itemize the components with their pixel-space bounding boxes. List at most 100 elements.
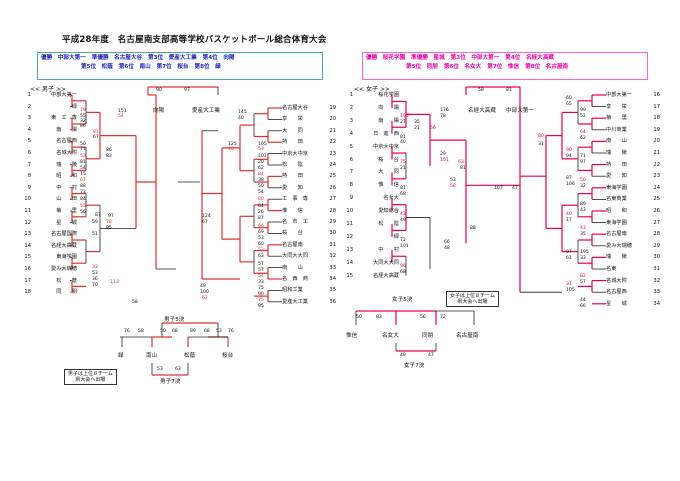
match-score: 54 bbox=[258, 190, 264, 195]
match-score: 96 bbox=[400, 264, 406, 269]
team-name: 星 城 bbox=[606, 300, 627, 307]
match-score: 81 bbox=[460, 166, 466, 171]
seed-number: 20 bbox=[329, 116, 336, 123]
match-score: 105 bbox=[400, 114, 409, 119]
match-score: 50 bbox=[580, 178, 586, 183]
match-score: 58 bbox=[478, 88, 484, 93]
match-score: 106 bbox=[566, 182, 575, 187]
match-score: 54 bbox=[80, 166, 86, 171]
male-result: 第4位 向陽 bbox=[202, 55, 235, 61]
seed-number: 29 bbox=[653, 242, 660, 249]
match-score: 54 bbox=[118, 114, 124, 119]
match-score: 89 bbox=[190, 329, 196, 334]
team-name: 昭 和 bbox=[56, 173, 77, 180]
team-name: 中京大中京 bbox=[373, 143, 399, 150]
team-name: 東 工 専 bbox=[51, 115, 77, 122]
match-score: 40 bbox=[566, 212, 572, 217]
match-score: 99 bbox=[580, 108, 586, 113]
team-name: 工 事 専 bbox=[282, 196, 308, 203]
seed-number: 14 bbox=[346, 259, 353, 266]
team-name: 松 陰 bbox=[282, 162, 303, 168]
male-place5-title: 男子5決 bbox=[164, 317, 185, 323]
team-name: 中部大第一 bbox=[606, 92, 632, 98]
male-result: 第8位 緑 bbox=[194, 64, 221, 70]
match-score: 52 bbox=[580, 114, 586, 119]
match-score: 33 bbox=[258, 280, 264, 285]
match-score: 40 bbox=[228, 147, 234, 152]
male-result: 第7位 桜台 bbox=[156, 64, 189, 70]
team-name: 桜 台 bbox=[282, 230, 303, 237]
seed-number: 20 bbox=[653, 138, 660, 145]
match-score: 83 bbox=[376, 315, 382, 320]
match-score: 32 bbox=[80, 119, 86, 124]
seed-number: 19 bbox=[329, 105, 336, 111]
seed-number: 32 bbox=[329, 253, 336, 260]
male-result: 第5位 松蔭 bbox=[81, 64, 113, 70]
team-name: 名経大高蔵 bbox=[51, 242, 77, 249]
match-score: 31 bbox=[566, 282, 572, 287]
match-score: 81 bbox=[80, 160, 86, 165]
match-score: 50 bbox=[160, 329, 166, 334]
seed-number: 25 bbox=[329, 173, 336, 180]
match-score: 80 bbox=[258, 197, 264, 202]
team-name: 愛知総合 bbox=[378, 208, 399, 215]
team-name: 南 陽 bbox=[56, 126, 77, 133]
match-score: 48 bbox=[444, 246, 450, 251]
match-score: 55 bbox=[80, 114, 86, 119]
female-result: 第3位 中部大第一 bbox=[450, 55, 500, 61]
seed-number: 23 bbox=[329, 150, 336, 157]
seed-number: 23 bbox=[653, 173, 660, 180]
match-score: 100 bbox=[200, 290, 209, 295]
match-score: 107 bbox=[494, 186, 503, 191]
match-score: 68 bbox=[400, 270, 406, 275]
seed-number: 14 bbox=[24, 242, 31, 249]
match-score: 60 bbox=[566, 96, 572, 101]
match-score: 86 bbox=[80, 124, 86, 129]
team-name: 昭和工業 bbox=[282, 287, 303, 294]
match-score: 105 bbox=[258, 142, 267, 147]
match-score: 58 bbox=[138, 329, 144, 334]
team-name: 名古屋南 bbox=[282, 241, 303, 248]
match-score: 43 bbox=[400, 212, 406, 217]
seed-number: 7 bbox=[27, 161, 31, 168]
seed-number: 28 bbox=[329, 207, 336, 214]
seed-number: 12 bbox=[346, 233, 353, 240]
seed-number: 19 bbox=[653, 126, 660, 133]
match-score: 90 bbox=[258, 292, 264, 297]
match-score: 88 bbox=[80, 184, 86, 189]
match-score: 87 bbox=[95, 213, 101, 218]
match-score: 84 bbox=[80, 197, 86, 202]
team-name: 熱 田 bbox=[606, 161, 627, 168]
team-name: 桜 台 bbox=[378, 156, 399, 163]
team-name: 名古屋国際 bbox=[51, 231, 77, 238]
team-name: 名東商業 bbox=[606, 196, 627, 203]
team-name: 愛 知 bbox=[282, 184, 303, 191]
match-score: 69 bbox=[258, 230, 264, 235]
seed-number: 16 bbox=[653, 92, 660, 98]
match-score: 57 bbox=[258, 268, 264, 273]
match-score: 101 bbox=[440, 158, 449, 163]
match-score: 113 bbox=[110, 280, 119, 285]
match-score: 49 bbox=[400, 353, 406, 358]
match-score: 53 bbox=[258, 248, 264, 253]
